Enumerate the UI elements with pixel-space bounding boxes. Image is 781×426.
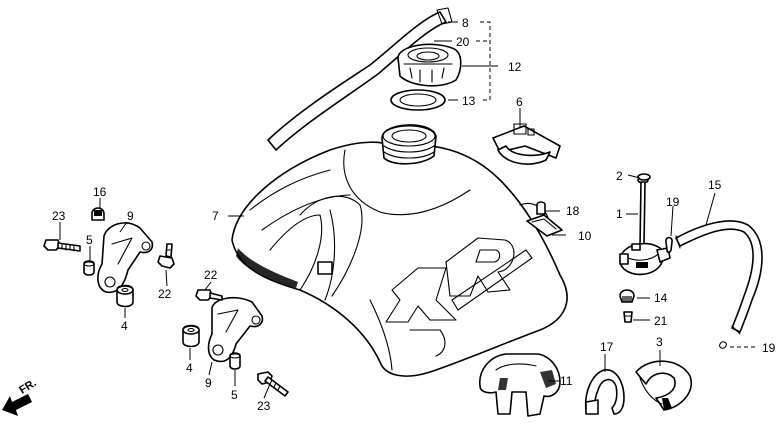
callout-4-left: 4 bbox=[121, 319, 128, 333]
callout-21: 21 bbox=[654, 314, 668, 328]
callout-5-left: 5 bbox=[86, 233, 93, 247]
callout-13: 13 bbox=[462, 94, 476, 108]
clip-16 bbox=[91, 207, 105, 221]
front-marker-label: FR. bbox=[17, 377, 38, 397]
callout-22-right: 22 bbox=[204, 268, 218, 282]
callout-8: 8 bbox=[462, 16, 469, 30]
callout-19-tube: 19 bbox=[762, 341, 776, 355]
callout-19-valve: 19 bbox=[666, 195, 680, 209]
bolt-23b bbox=[257, 371, 289, 397]
right-stay-lower bbox=[207, 296, 264, 363]
callout-4-right: 4 bbox=[186, 361, 193, 375]
bolt-22a bbox=[157, 243, 175, 269]
rubber-strap bbox=[635, 360, 693, 411]
o-ring-2 bbox=[637, 173, 651, 181]
fuel-tank bbox=[231, 124, 568, 377]
callout-12: 12 bbox=[508, 60, 522, 74]
tank-guard bbox=[479, 353, 561, 417]
callout-1: 1 bbox=[616, 207, 623, 221]
cap-gasket bbox=[390, 89, 446, 111]
band-17 bbox=[584, 369, 625, 415]
callout-17: 17 bbox=[600, 340, 614, 354]
fuel-tube bbox=[675, 220, 763, 335]
rubber-4a bbox=[116, 284, 134, 308]
callout-9-left: 9 bbox=[127, 209, 134, 223]
callout-16: 16 bbox=[93, 185, 107, 199]
callout-11: 11 bbox=[560, 374, 573, 388]
fuel-cap bbox=[397, 43, 462, 87]
tube-clip-19b bbox=[719, 341, 727, 349]
callout-14: 14 bbox=[654, 291, 668, 305]
bolt-23a bbox=[43, 239, 81, 252]
callout-2: 2 bbox=[616, 169, 623, 183]
callout-15: 15 bbox=[708, 178, 722, 192]
tube-clip-19a bbox=[665, 236, 673, 254]
callout-10: 10 bbox=[578, 229, 592, 243]
collar-5b bbox=[229, 352, 241, 370]
left-stay-upper bbox=[97, 222, 154, 294]
callout-20: 20 bbox=[456, 35, 470, 49]
callout-9-right: 9 bbox=[205, 376, 212, 390]
fuel-valve bbox=[619, 176, 671, 276]
callout-5-right: 5 bbox=[231, 388, 238, 402]
callout-3: 3 bbox=[656, 335, 663, 349]
callout-18: 18 bbox=[566, 204, 580, 218]
callout-23-right: 23 bbox=[257, 399, 271, 413]
bolt-22b bbox=[195, 289, 223, 301]
leader-lines bbox=[59, 21, 758, 399]
front-direction-arrow bbox=[2, 394, 32, 416]
callout-6: 6 bbox=[516, 95, 523, 109]
callout-23-left: 23 bbox=[52, 209, 66, 223]
filter-screw bbox=[623, 311, 633, 323]
tank-mount-rubber bbox=[526, 214, 563, 237]
rear-strap bbox=[492, 123, 561, 165]
callout-labels: 8 20 12 13 6 7 18 10 11 2 1 19 15 14 21 … bbox=[17, 16, 775, 413]
callout-7: 7 bbox=[212, 209, 219, 223]
clip-18 bbox=[536, 201, 546, 215]
callout-22-left: 22 bbox=[158, 287, 172, 301]
collar-5a bbox=[83, 260, 95, 276]
rubber-4b bbox=[182, 324, 200, 348]
sediment-cup bbox=[619, 289, 635, 303]
